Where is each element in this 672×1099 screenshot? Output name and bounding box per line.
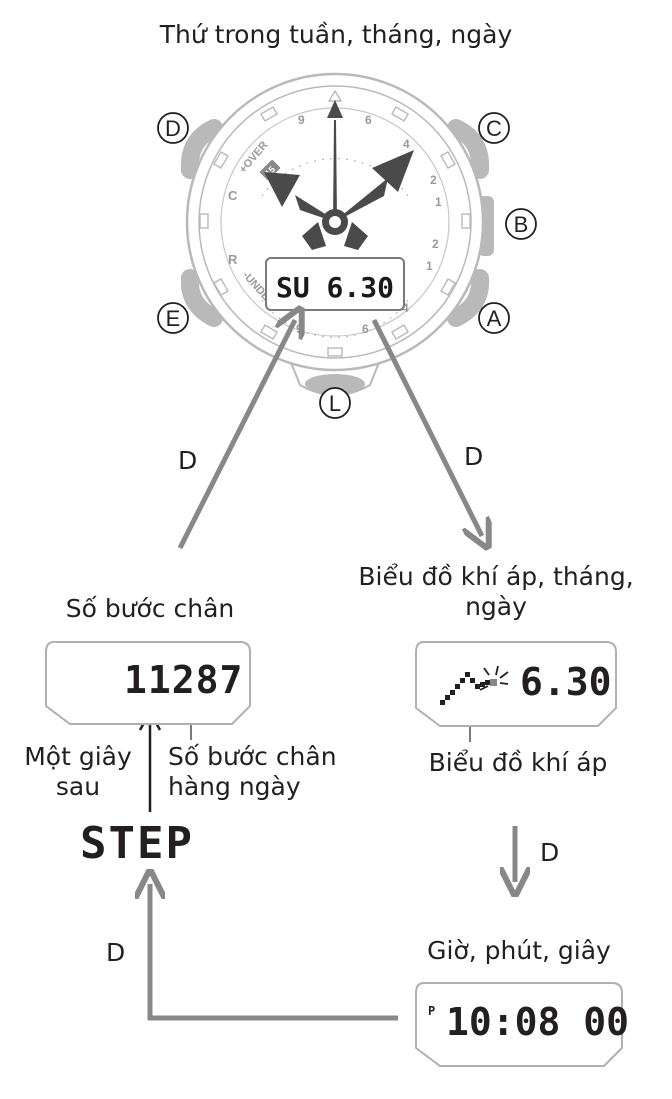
- dial-c-label: C: [228, 188, 238, 203]
- badge-a: [478, 302, 510, 334]
- daily-steps-label: Số bước chân hàng ngày: [168, 742, 337, 801]
- badge-l: [319, 387, 351, 419]
- step-mode-label: STEP: [80, 818, 194, 869]
- dial-num: 1: [426, 259, 433, 273]
- one-second-later-label: Một giây sau: [24, 742, 132, 801]
- arrow-watch-to-barometer: [371, 318, 482, 536]
- watch-hub-inner: [329, 216, 341, 228]
- transition-d3-label: D: [540, 838, 560, 867]
- dial-num: 9: [298, 113, 305, 127]
- time-title: Giờ, phút, giây: [427, 936, 611, 965]
- arrow-time-to-step: [150, 884, 398, 1021]
- time-lcd-value: 10:08 00: [446, 1000, 630, 1044]
- barometer-lcd-value: 6.30: [520, 660, 612, 704]
- button-d-body[interactable]: [180, 119, 223, 179]
- time-pm-indicator: P: [428, 1004, 436, 1018]
- dial-num: 4: [402, 301, 409, 315]
- button-e-body[interactable]: [180, 269, 223, 327]
- badge-e-label: E: [166, 306, 181, 331]
- barometer-graph-label: Biểu đồ khí áp: [428, 748, 608, 777]
- dial-num: 4: [403, 137, 410, 151]
- badge-e: [157, 302, 189, 334]
- watch-lcd: [265, 257, 405, 311]
- transition-d1-label: D: [178, 446, 198, 475]
- barometer-graph: [440, 672, 497, 705]
- dial-num: 6: [365, 113, 372, 127]
- badge-b-label: B: [514, 212, 529, 237]
- steps-lcd-value: 11287: [124, 658, 244, 702]
- dial-num: 6: [362, 322, 369, 336]
- button-a-body[interactable]: [447, 269, 490, 327]
- badge-b: [505, 208, 537, 240]
- button-l-body[interactable]: [305, 374, 365, 394]
- dial-r-label: R: [228, 252, 238, 267]
- watch: 9 6 4 2 1 2 1 4 6 9 +OVER -UNDER C R 15 …: [157, 72, 537, 419]
- badge-d-label: D: [165, 116, 181, 141]
- barometer-blink-icon: [479, 665, 509, 691]
- watch-title: Thứ trong tuần, tháng, ngày: [159, 20, 513, 49]
- badge-d: [157, 112, 189, 144]
- steps-title: Số bước chân: [65, 594, 235, 623]
- dial-num: 2: [432, 237, 439, 251]
- badge-l-label: L: [329, 391, 341, 416]
- watch-hands: [264, 100, 414, 250]
- watch-lcd-text: SU 6.30: [276, 271, 394, 304]
- barometer-lcd-frame: [415, 641, 617, 727]
- dial-num: 9: [296, 322, 303, 336]
- badge-a-label: A: [487, 306, 502, 331]
- dial-num: 2: [430, 173, 437, 187]
- transition-d4-label: D: [106, 938, 126, 967]
- button-c-body[interactable]: [447, 119, 490, 179]
- badge-c: [478, 112, 510, 144]
- steps-lcd-frame: [45, 641, 251, 725]
- badge-c-label: C: [486, 116, 502, 141]
- arrow-steps-to-watch: [177, 320, 295, 550]
- dial-num: 1: [435, 195, 442, 209]
- transition-d2-label: D: [464, 442, 484, 471]
- time-lcd-frame: [415, 982, 623, 1067]
- barometer-title: Biểu đồ khí áp, tháng, ngày: [358, 562, 634, 621]
- watch-bezel: [198, 85, 472, 359]
